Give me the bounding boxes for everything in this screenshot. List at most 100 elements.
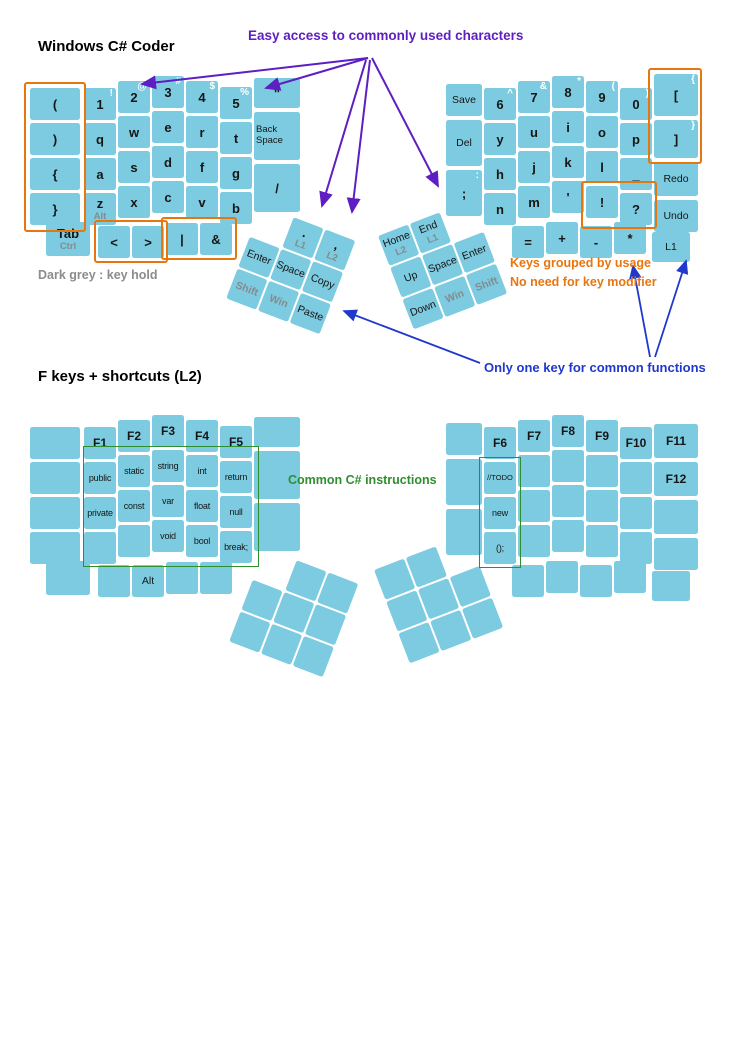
key-label: 7 bbox=[530, 89, 538, 105]
key-t: t bbox=[220, 122, 252, 154]
key-void: void bbox=[152, 520, 184, 552]
key-blank bbox=[518, 490, 550, 522]
key-label: ' bbox=[566, 189, 570, 205]
key-blank bbox=[518, 525, 550, 557]
key-label: new bbox=[492, 507, 508, 518]
key-blank bbox=[586, 525, 618, 557]
key-label: a bbox=[96, 166, 104, 182]
shifted-symbol-label: ^ bbox=[507, 88, 513, 99]
key-label: ( bbox=[52, 96, 58, 112]
key-i: i bbox=[552, 111, 584, 143]
key-3: 3# bbox=[152, 76, 184, 108]
key-label: var bbox=[162, 495, 174, 506]
key-blank bbox=[546, 561, 578, 593]
key-blank: (); bbox=[484, 532, 516, 564]
key-blank bbox=[620, 532, 652, 564]
annotation-no-modifier: No need for key modifier bbox=[510, 275, 657, 289]
key-blank bbox=[552, 485, 584, 517]
key-label: d bbox=[164, 154, 172, 170]
key-9: 9( bbox=[586, 81, 618, 113]
key-label: m bbox=[528, 194, 540, 210]
key-label: 4 bbox=[198, 89, 206, 105]
key-label: } bbox=[52, 201, 58, 217]
annotation-common-csharp: Common C# instructions bbox=[288, 473, 437, 487]
key-label: Up bbox=[402, 268, 420, 285]
key-blank bbox=[98, 565, 130, 597]
key-back-space: Back Space bbox=[254, 112, 300, 160]
key-label: _ bbox=[632, 166, 640, 182]
key-label: + bbox=[558, 230, 566, 246]
key-blank: - bbox=[580, 226, 612, 258]
key-label: Redo bbox=[663, 172, 689, 185]
key-label: o bbox=[598, 124, 606, 140]
key-c: c bbox=[152, 181, 184, 213]
key-blank bbox=[518, 455, 550, 487]
shifted-symbol-label: @ bbox=[137, 81, 147, 92]
shifted-symbol-label: ) bbox=[645, 88, 649, 99]
key-blank: ' bbox=[552, 181, 584, 213]
key-blank: + bbox=[546, 222, 578, 254]
key-blank bbox=[84, 532, 116, 564]
shifted-symbol-label: } bbox=[691, 120, 695, 131]
shifted-symbol-label: : bbox=[475, 170, 479, 181]
key-new: new bbox=[484, 497, 516, 529]
key-label: { bbox=[52, 166, 58, 182]
csharp-shortcuts-box bbox=[479, 457, 521, 568]
annotation-easy-access: Easy access to commonly used characters bbox=[248, 28, 524, 43]
hold-label: L2 bbox=[324, 249, 340, 264]
key-label: u bbox=[530, 124, 538, 140]
key-w: w bbox=[118, 116, 150, 148]
key-r: r bbox=[186, 116, 218, 148]
key-blank bbox=[652, 571, 690, 601]
key-label: static bbox=[124, 465, 144, 476]
key-label: g bbox=[232, 165, 240, 181]
key-blank bbox=[118, 525, 150, 557]
key-label: Shift bbox=[473, 274, 500, 294]
hold-label: L1 bbox=[425, 231, 440, 246]
key-blank: ;: bbox=[446, 170, 482, 216]
key-d: d bbox=[152, 146, 184, 178]
key-blank bbox=[614, 561, 646, 593]
key-q: q bbox=[84, 123, 116, 155]
key-h: h bbox=[484, 158, 516, 190]
key-label: //TODO bbox=[487, 473, 513, 483]
key-del: Del bbox=[446, 120, 482, 166]
key-label: < bbox=[110, 234, 118, 250]
key-label: * bbox=[627, 230, 633, 246]
key-label: t bbox=[233, 130, 239, 146]
key-f6: F6 bbox=[484, 427, 516, 459]
key-f10: F10 bbox=[620, 427, 652, 459]
key-label: int bbox=[197, 465, 207, 476]
key-label: e bbox=[164, 119, 172, 135]
key-u: u bbox=[518, 116, 550, 148]
key-label: Save bbox=[452, 93, 476, 106]
key-label: (); bbox=[496, 542, 504, 553]
key-public: public bbox=[84, 462, 116, 494]
key-break: break; bbox=[220, 531, 252, 563]
key-label: x bbox=[130, 194, 138, 210]
key-blank bbox=[620, 497, 652, 529]
key-label: ! bbox=[599, 194, 605, 210]
key-label: . bbox=[300, 224, 310, 241]
key-blank bbox=[446, 509, 482, 555]
key-label: = bbox=[524, 234, 532, 250]
key-label: F6 bbox=[492, 436, 507, 450]
key-label: 9 bbox=[598, 89, 606, 105]
key-label: 6 bbox=[496, 96, 504, 112]
key-label: Shift bbox=[233, 279, 260, 299]
key-blank: ! bbox=[586, 186, 618, 218]
layer2-title: F keys + shortcuts (L2) bbox=[38, 368, 202, 385]
key-0: 0) bbox=[620, 88, 652, 120]
key-blank: } bbox=[30, 193, 80, 225]
key-float: float bbox=[186, 490, 218, 522]
angle-bracket-group-box bbox=[94, 220, 168, 263]
key-blank bbox=[580, 565, 612, 597]
key-label: n bbox=[496, 201, 504, 217]
key-return: return bbox=[220, 461, 252, 493]
hold-label: Alt bbox=[93, 210, 107, 222]
key-label: f bbox=[199, 159, 205, 175]
key-blank: ]} bbox=[654, 120, 698, 158]
key-o: o bbox=[586, 116, 618, 148]
key-label: Paste bbox=[295, 302, 326, 324]
